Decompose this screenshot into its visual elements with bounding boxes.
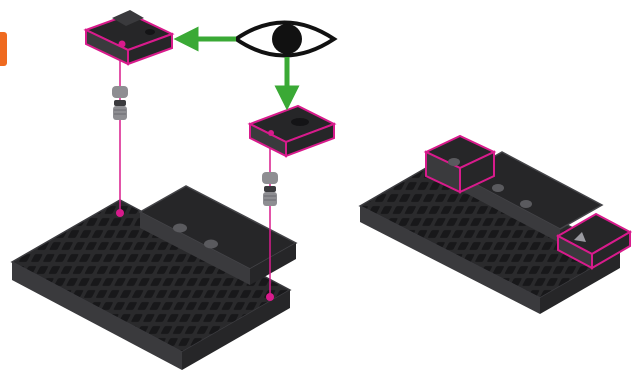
eye-icon — [236, 23, 334, 56]
screw-right — [262, 172, 278, 206]
sensor-housing-lower — [250, 106, 334, 156]
sensor-housing-upper — [86, 10, 172, 64]
assembled-view — [360, 136, 630, 314]
screw-left — [112, 86, 128, 120]
exploded-view — [12, 10, 334, 370]
